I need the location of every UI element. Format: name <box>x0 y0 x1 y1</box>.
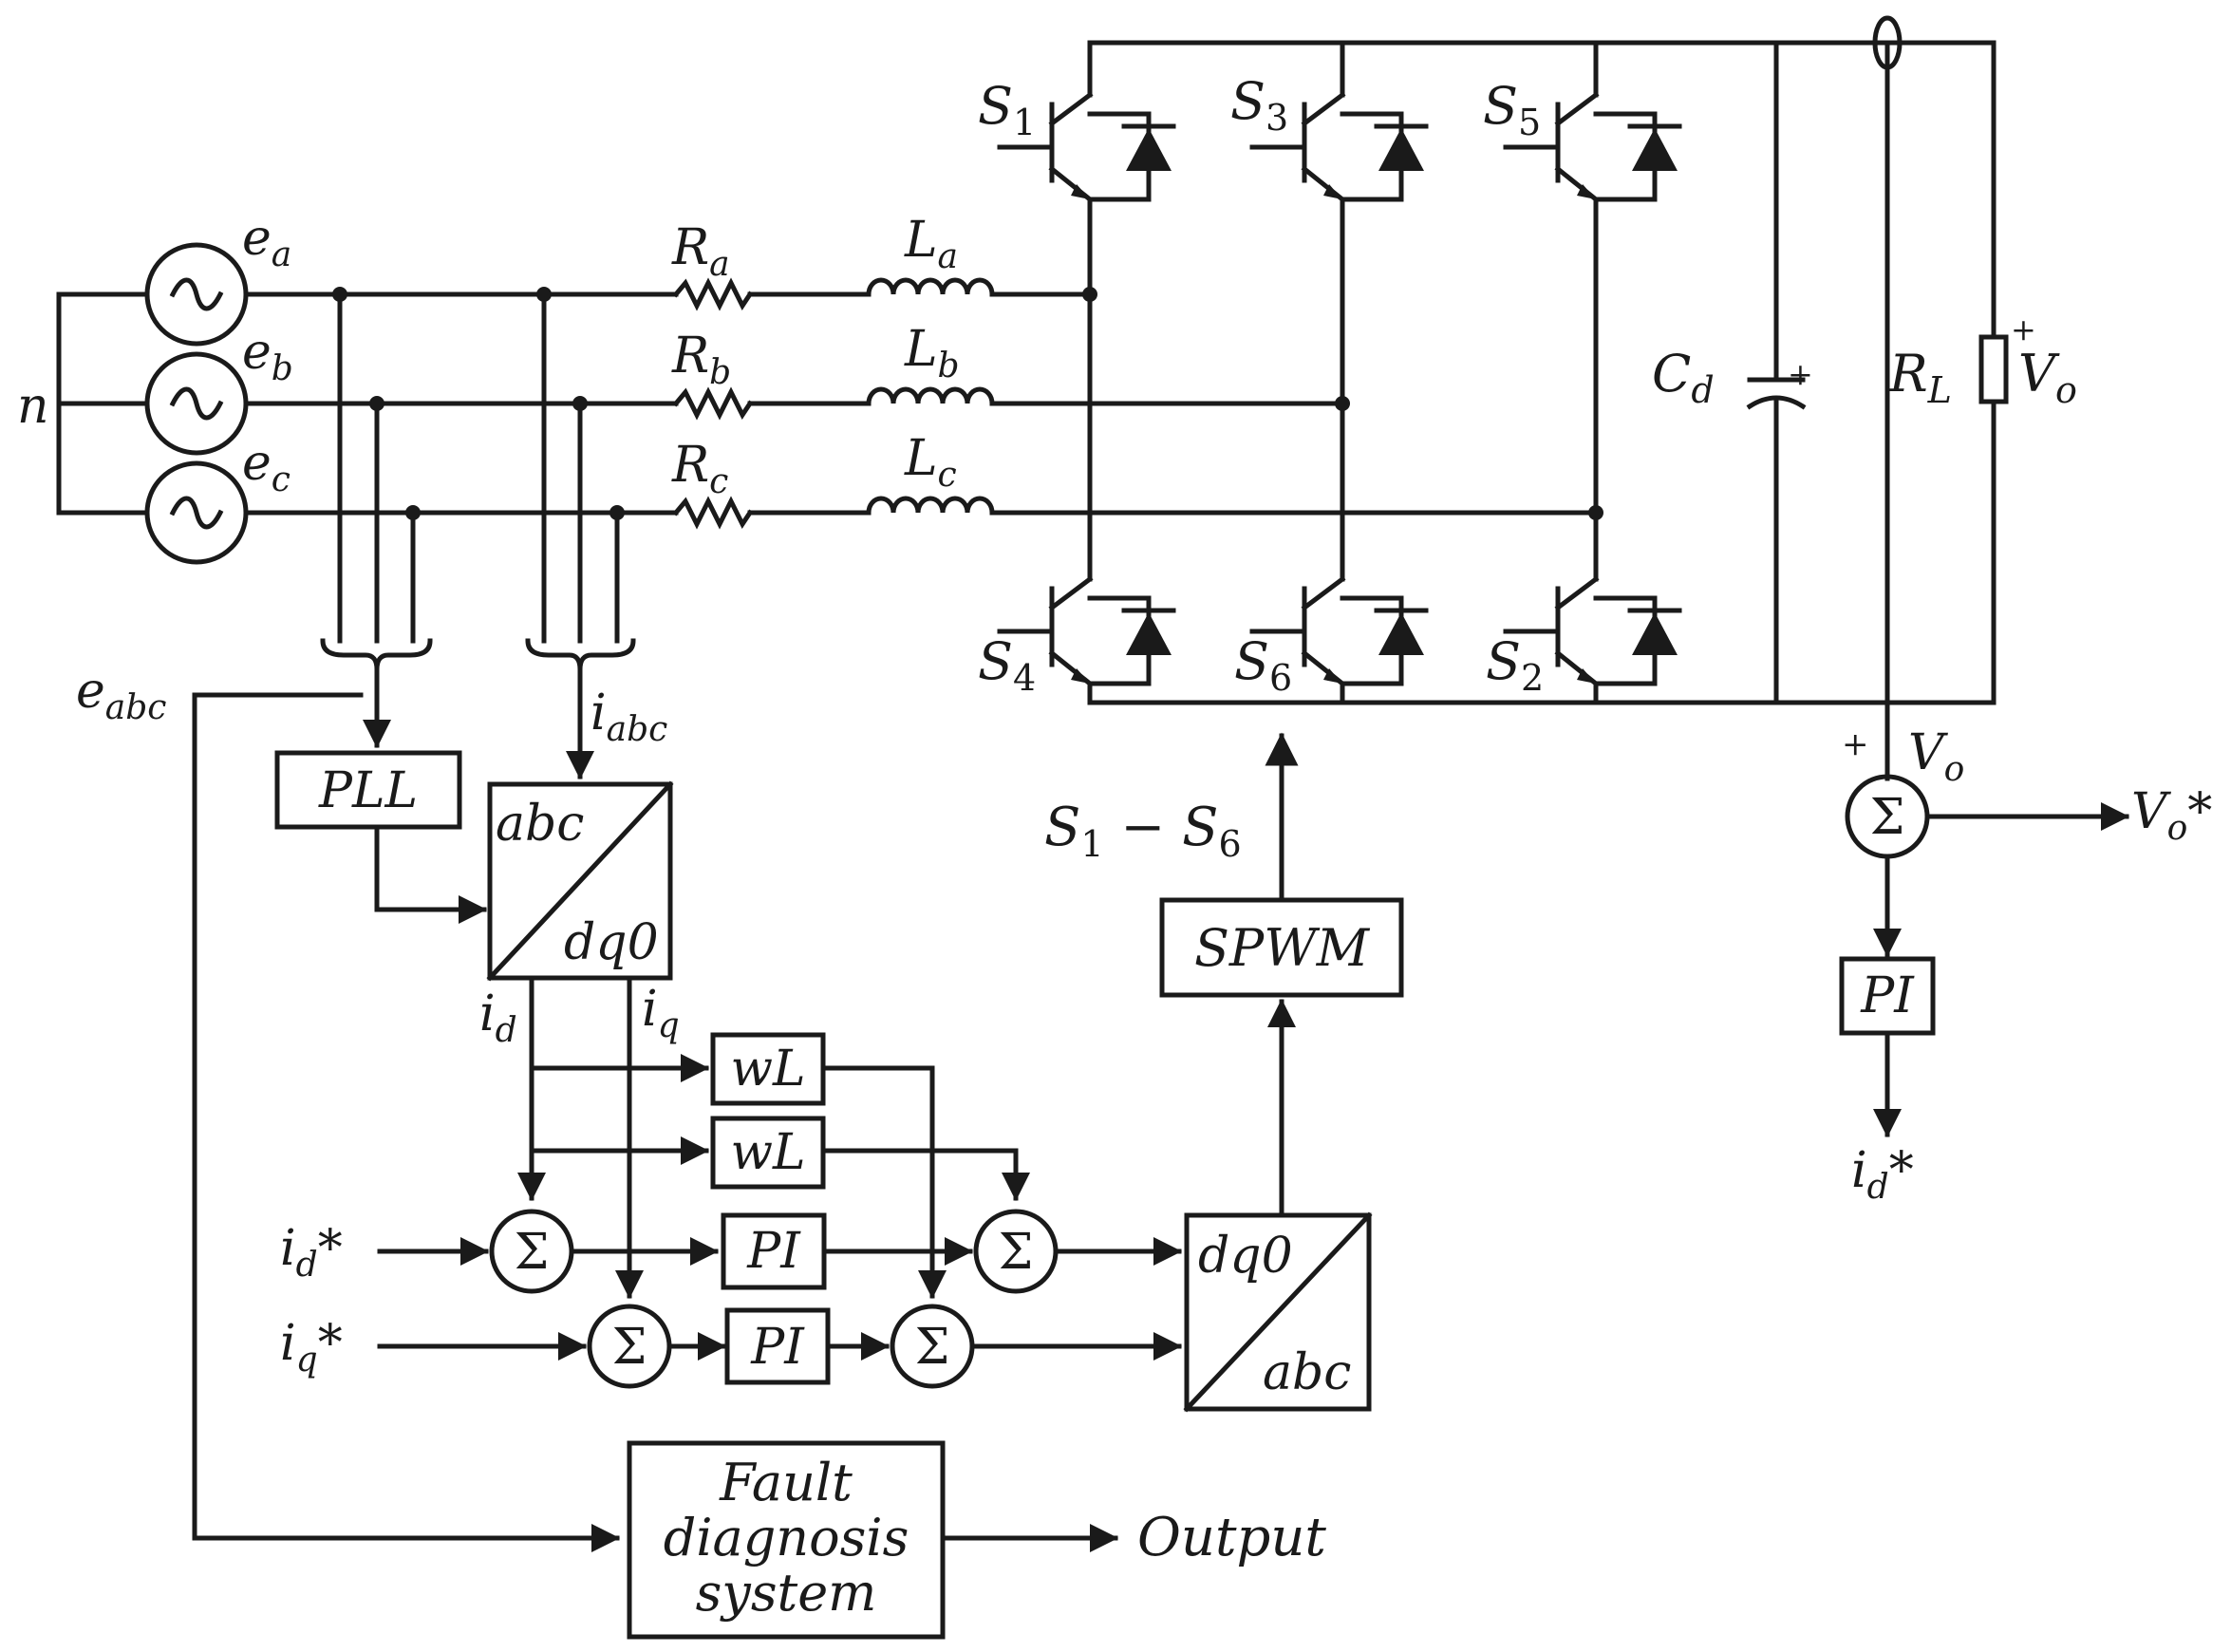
id-ref-label: id* <box>280 1220 343 1285</box>
igbt-s2 <box>1503 575 1682 687</box>
capacitor-plus: + <box>1788 356 1813 392</box>
dq0-abc-block <box>1183 1211 1373 1413</box>
load-resistor <box>1978 334 2009 404</box>
pi-voltage-label: PI <box>1860 967 1915 1024</box>
sum-q1-symbol: Σ <box>612 1319 647 1376</box>
iq-label: iq <box>642 981 680 1045</box>
id-ref-out-label: id* <box>1851 1142 1914 1207</box>
abc-dq0-block <box>486 780 674 982</box>
iq-ref-label: iq* <box>280 1315 343 1380</box>
resistor-b-label: Rb <box>671 328 731 392</box>
voltage-sensor <box>1872 15 1903 781</box>
dc-capacitor <box>1746 40 1807 705</box>
resistor-a <box>672 277 754 311</box>
resistor-c-label: Rc <box>671 437 728 501</box>
vo-feedback-label: Vo <box>1908 724 1964 789</box>
leg-c <box>1588 40 1603 705</box>
pi-q-label: PI <box>750 1319 805 1376</box>
pll-to-abcdq0-line <box>374 824 487 924</box>
wl-block-2 <box>710 1116 826 1190</box>
current-brace <box>525 638 636 670</box>
fault-line-2: diagnosis <box>664 1508 909 1568</box>
source-a <box>144 242 249 347</box>
pll-label: PLL <box>318 762 418 819</box>
fault-line-1: Fault <box>719 1453 853 1512</box>
sum-d1-symbol: Σ <box>515 1224 550 1281</box>
resistor-c <box>672 496 754 530</box>
igbt-s1 <box>997 91 1176 203</box>
resistor-b <box>672 386 754 421</box>
fault-line-3: system <box>696 1563 877 1623</box>
neutral-bus <box>56 291 150 516</box>
sum-q2-symbol: Σ <box>915 1319 950 1376</box>
source-b <box>144 351 249 456</box>
output-label: Output <box>1137 1507 1326 1568</box>
sum-d2-symbol: Σ <box>999 1224 1034 1281</box>
voltage-sum-plus: + <box>1842 725 1869 763</box>
leg-b <box>1335 40 1350 705</box>
igbt-s5 <box>1503 91 1682 203</box>
wl-block-2-label: wL <box>730 1124 805 1181</box>
inductor-a-label: La <box>904 212 958 276</box>
inductor-b <box>866 386 995 406</box>
inductor-c-label: Lc <box>904 430 957 495</box>
current-sense-taps <box>525 287 636 670</box>
abc-dq0-top-label: abc <box>496 796 584 853</box>
id-label: id <box>479 986 517 1050</box>
switch-s2-label: S2 <box>1486 631 1544 699</box>
abc-dq0-bottom-label: dq0 <box>564 914 659 971</box>
switch-s5-label: S5 <box>1483 76 1541 143</box>
load-label: RL <box>1888 344 1952 411</box>
pi-voltage-block <box>1839 956 1936 1036</box>
source-a-label: ea <box>242 210 291 274</box>
load-plus: + <box>2011 311 2036 347</box>
inductor-a <box>866 277 995 297</box>
switch-s1-label: S1 <box>978 76 1036 143</box>
vo-ref-label: Vo* <box>2131 783 2212 848</box>
igbt-s3 <box>1249 91 1429 203</box>
switch-s3-label: S3 <box>1230 71 1288 139</box>
dc-bus <box>1087 40 1997 705</box>
wl2-to-sum-d-line <box>820 1148 1030 1201</box>
igbt-s4 <box>997 575 1176 687</box>
source-c-label: ec <box>242 435 291 499</box>
spwm-label: SPWM <box>1194 918 1371 978</box>
pll-block <box>274 750 462 830</box>
wl-block-1-label: wL <box>730 1041 805 1098</box>
phase-lines <box>243 277 1599 530</box>
igbt-s6 <box>1249 575 1429 687</box>
fault-diagnosis-block <box>627 1440 946 1640</box>
voltage-brace <box>320 638 433 670</box>
inductor-c <box>866 496 995 516</box>
pi-d-block <box>721 1212 827 1290</box>
wl1-to-sum-q-line <box>820 1065 947 1299</box>
eabc-to-fault-line <box>192 692 620 1552</box>
voltage-sense-taps <box>320 287 433 670</box>
source-c <box>144 460 249 565</box>
dq0-abc-bottom-label: abc <box>1263 1344 1351 1401</box>
resistor-a-label: Ra <box>671 219 730 284</box>
source-b-label: eb <box>242 324 293 388</box>
switch-s4-label: S4 <box>978 631 1036 699</box>
switch-s6-label: S6 <box>1234 631 1292 699</box>
gate-signals-label: S1 − S6 <box>1044 797 1242 865</box>
pi-d-label: PI <box>746 1223 801 1280</box>
spwm-block <box>1159 897 1404 998</box>
dq0-abc-top-label: dq0 <box>1198 1228 1293 1285</box>
capacitor-label: Cd <box>1652 344 1715 411</box>
iabc-label: iabc <box>591 685 667 749</box>
leg-a <box>1082 40 1097 705</box>
id-signal-lines <box>517 975 709 1201</box>
inductor-b-label: Lb <box>904 321 960 385</box>
eabc-label: eabc <box>76 663 166 727</box>
voltage-sum-symbol: Σ <box>1870 789 1905 846</box>
neutral-label: n <box>17 378 49 435</box>
load-voltage-label: Vo <box>2018 344 2077 411</box>
